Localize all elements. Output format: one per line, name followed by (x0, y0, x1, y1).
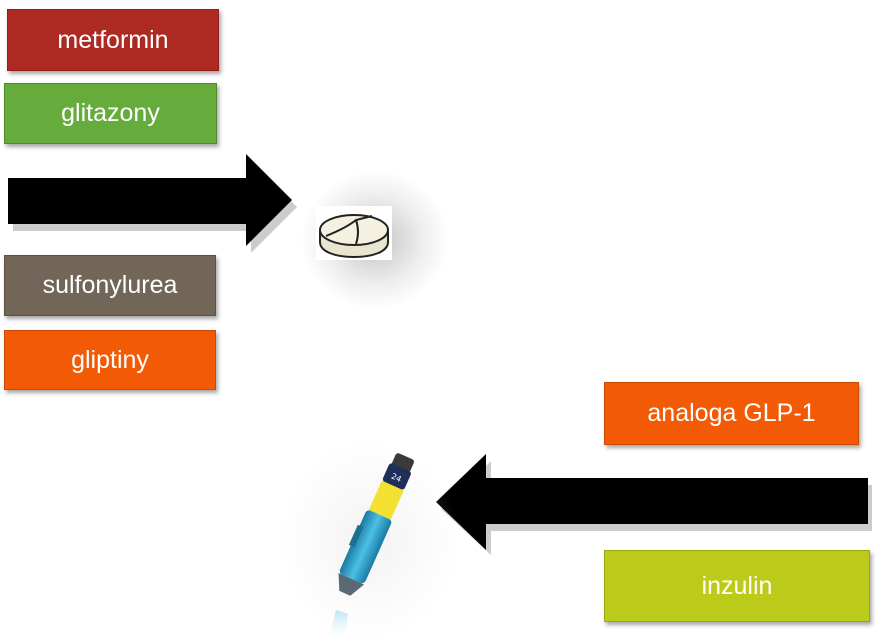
label-glp1: analoga GLP-1 (604, 382, 859, 445)
label-metformin: metformin (7, 9, 219, 71)
label-gliptiny: gliptiny (4, 330, 216, 390)
label-glitazony: glitazony (4, 83, 217, 144)
svg-text:24: 24 (390, 472, 403, 484)
label-sulfonylurea-text: sulfonylurea (42, 271, 178, 299)
arrow-left-icon (436, 454, 872, 555)
label-sulfonylurea: sulfonylurea (4, 255, 216, 316)
label-glitazony-text: glitazony (61, 99, 160, 127)
arrow-right-icon (8, 154, 297, 252)
label-gliptiny-text: gliptiny (71, 345, 149, 374)
label-inzulin: inzulin (604, 550, 870, 622)
label-inzulin-text: inzulin (701, 571, 773, 600)
insulin-pen-icon: 24 (328, 453, 414, 642)
pill-icon (316, 206, 392, 260)
label-glp1-text: analoga GLP-1 (647, 399, 816, 427)
label-metformin-text: metformin (57, 25, 169, 54)
